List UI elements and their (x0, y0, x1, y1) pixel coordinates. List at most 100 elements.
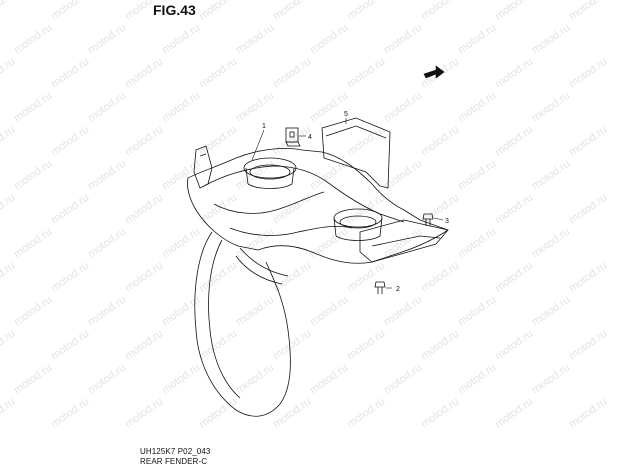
watermark-text: motod.ru (0, 192, 17, 227)
watermark-text: motod.ru (123, 124, 165, 159)
watermark-text: motod.ru (49, 396, 91, 431)
callout-2: 2 (396, 286, 400, 293)
watermark-text: motod.ru (567, 260, 609, 295)
watermark-text: motod.ru (49, 0, 91, 22)
watermark-text: motod.ru (530, 22, 572, 57)
watermark-text: motod.ru (123, 0, 165, 22)
watermark-text: motod.ru (382, 226, 424, 261)
watermark-text: motod.ru (567, 192, 609, 227)
watermark-text: motod.ru (0, 328, 17, 363)
figure-title: FIG.43 (153, 2, 196, 18)
watermark-text: motod.ru (567, 124, 609, 159)
callout-1: 1 (262, 123, 266, 130)
watermark-text: motod.ru (493, 192, 535, 227)
watermark-text: motod.ru (234, 22, 276, 57)
watermark-text: motod.ru (123, 56, 165, 91)
watermark-text: motod.ru (123, 192, 165, 227)
watermark-text: motod.ru (234, 294, 276, 329)
watermark-text: motod.ru (271, 328, 313, 363)
watermark-text: motod.ru (0, 396, 17, 431)
lower-duct-opening (333, 208, 383, 241)
watermark-text: motod.ru (49, 192, 91, 227)
watermark-text: motod.ru (197, 396, 239, 431)
callout-3: 3 (445, 218, 449, 225)
watermark-text: motod.ru (86, 90, 128, 125)
watermark-text: motod.ru (49, 328, 91, 363)
watermark-text: motod.ru (382, 22, 424, 57)
watermark-text: motod.ru (86, 294, 128, 329)
watermark-text: motod.ru (12, 362, 54, 397)
watermark-text: motod.ru (12, 294, 54, 329)
watermark-text: motod.ru (197, 124, 239, 159)
watermark-text: motod.ru (123, 328, 165, 363)
figure-name: REAR FENDER-C (140, 457, 208, 466)
watermark-text: motod.ru (271, 124, 313, 159)
screw-part-3 (422, 213, 434, 226)
watermark-text: motod.ru (493, 124, 535, 159)
watermark-text: motod.ru (345, 0, 387, 22)
watermark-text: motod.ru (160, 362, 202, 397)
watermark-text: motod.ru (308, 22, 350, 57)
watermark-text: motod.ru (197, 192, 239, 227)
watermark-text: motod.ru (493, 0, 535, 22)
watermark-text: motod.ru (0, 56, 17, 91)
watermark-text: motod.ru (197, 56, 239, 91)
watermark-text: motod.ru (123, 260, 165, 295)
watermark-text: motod.ru (382, 294, 424, 329)
watermark-text: motod.ru (345, 260, 387, 295)
watermark-text: motod.ru (271, 0, 313, 22)
watermark-text: motod.ru (456, 362, 498, 397)
watermark-text: motod.ru (234, 226, 276, 261)
watermark-text: motod.ru (160, 294, 202, 329)
watermark-text: motod.ru (382, 362, 424, 397)
watermark-text: motod.ru (86, 362, 128, 397)
watermark-text: motod.ru (419, 0, 461, 22)
watermark-text: motod.ru (49, 260, 91, 295)
watermark-text: motod.ru (567, 0, 609, 22)
watermark-text: motod.ru (456, 226, 498, 261)
watermark-text: motod.ru (0, 260, 17, 295)
watermark-text: motod.ru (86, 226, 128, 261)
watermark-text: motod.ru (382, 90, 424, 125)
watermark-text: motod.ru (12, 22, 54, 57)
watermark-text: motod.ru (12, 226, 54, 261)
watermark-text: motod.ru (0, 124, 17, 159)
watermark-text: motod.ru (12, 158, 54, 193)
watermark-text: motod.ru (308, 90, 350, 125)
watermark-text: motod.ru (234, 362, 276, 397)
watermark-text: motod.ru (419, 396, 461, 431)
watermark-text: motod.ru (419, 192, 461, 227)
leader-lines (251, 118, 444, 289)
watermark-text: motod.ru (86, 158, 128, 193)
watermark-text: motod.ru (345, 124, 387, 159)
watermark-text: motod.ru (123, 396, 165, 431)
watermark-text: motod.ru (49, 56, 91, 91)
figure-code: UH125K7 P02_043 (140, 447, 211, 456)
watermark-text: motod.ru (493, 56, 535, 91)
watermark-text: motod.ru (493, 260, 535, 295)
watermark-text: motod.ru (530, 158, 572, 193)
watermark-text: motod.ru (12, 90, 54, 125)
rear-fender-body (187, 145, 449, 417)
watermark-text: motod.ru (419, 260, 461, 295)
watermark-text: motod.ru (456, 22, 498, 57)
watermark-text: motod.ru (456, 90, 498, 125)
watermark-text: motod.ru (456, 294, 498, 329)
watermark-text: motod.ru (271, 396, 313, 431)
watermark-text: motod.ru (308, 294, 350, 329)
watermark-text: motod.ru (419, 328, 461, 363)
watermark-text: motod.ru (530, 226, 572, 261)
watermark-text: motod.ru (308, 226, 350, 261)
watermark-text: motod.ru (530, 362, 572, 397)
watermark-text: motod.ru (345, 56, 387, 91)
watermark-text: motod.ru (345, 396, 387, 431)
watermark-text: motod.ru (345, 328, 387, 363)
watermark-text: motod.ru (160, 226, 202, 261)
fwd-arrow-icon (423, 65, 445, 79)
watermark-text: motod.ru (308, 362, 350, 397)
watermark-text: motod.ru (456, 158, 498, 193)
watermark-text: motod.ru (530, 90, 572, 125)
cover-plate-part-5 (321, 117, 391, 189)
